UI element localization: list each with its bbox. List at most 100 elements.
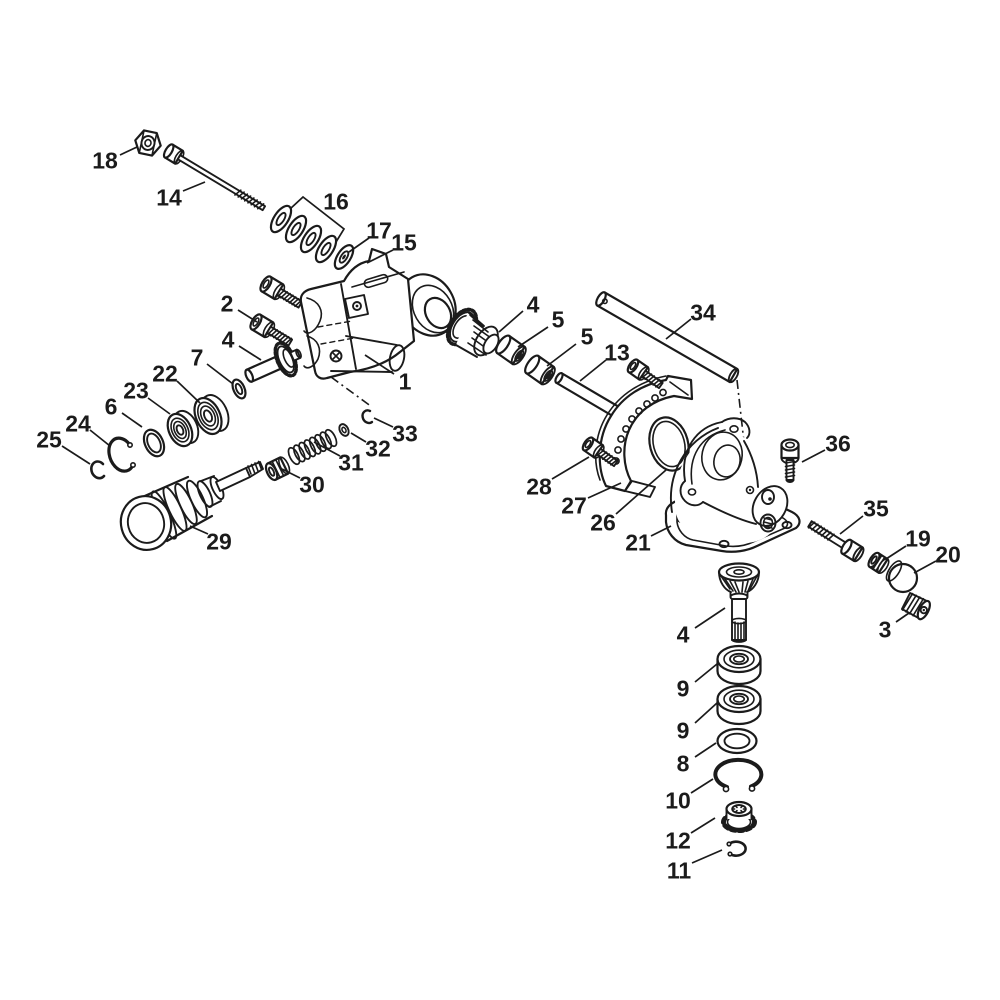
- leader-line-9: [694, 663, 718, 683]
- part-1-gearbox-housing: [299, 247, 457, 380]
- part-number-30: 30: [299, 471, 325, 497]
- part-6-spacer-ring: [142, 428, 166, 458]
- part-30-nut: [264, 456, 291, 482]
- part-number-22: 22: [152, 360, 178, 386]
- leader-line-31: [313, 441, 341, 457]
- part-number-4: 4: [677, 621, 690, 647]
- part-16-washer-set: [269, 204, 338, 264]
- leader-line-34: [665, 318, 692, 340]
- part-3-plug-screw: [900, 592, 931, 621]
- part-25-clip: [90, 460, 106, 480]
- part-11-clip: [726, 840, 747, 857]
- part-number-21: 21: [625, 529, 651, 555]
- part-23-ball-bearing: [166, 409, 200, 448]
- part-number-25: 25: [36, 426, 62, 452]
- part-10-snap-ring: [713, 757, 764, 793]
- part-35-bolt: [807, 520, 865, 563]
- part-number-27: 27: [561, 492, 587, 518]
- part-number-5: 5: [552, 306, 565, 332]
- part-27-clamp-bracket: [594, 374, 694, 498]
- part-18-collar-nut: [134, 129, 162, 157]
- part-number-16: 16: [323, 188, 349, 214]
- part-9-ball-bearing-upper: [716, 644, 762, 686]
- leader-line-25: [61, 445, 91, 465]
- part-20-cap: [885, 560, 919, 594]
- leader-line-4: [694, 607, 726, 629]
- part-5-bushings: [495, 334, 556, 386]
- leader-line-15: [366, 249, 394, 264]
- part-number-11: 11: [667, 857, 692, 883]
- part-8-washer: [716, 727, 758, 755]
- leader-line-28: [551, 456, 590, 480]
- part-12-star-nut: [721, 800, 757, 833]
- part-number-32: 32: [365, 435, 391, 461]
- part-number-19: 19: [905, 525, 931, 551]
- part-number-31: 31: [338, 449, 364, 475]
- centerline-detent: [330, 376, 373, 408]
- part-number-10: 10: [665, 787, 691, 813]
- part-number-4: 4: [222, 326, 235, 352]
- leader-line-13: [579, 359, 607, 382]
- part-number-14: 14: [156, 184, 182, 210]
- leader-line-18: [119, 146, 138, 156]
- leader-line-26: [615, 469, 667, 515]
- leader-line-24: [89, 429, 111, 447]
- leader-line-21: [650, 525, 672, 537]
- part-number-4: 4: [527, 291, 540, 317]
- part-number-12: 12: [665, 827, 691, 853]
- part-31-spring: [287, 428, 338, 466]
- leader-line-36: [801, 449, 826, 463]
- leader-line-14: [182, 181, 206, 192]
- part-number-33: 33: [392, 420, 418, 446]
- part-2-screws: [249, 275, 304, 347]
- part-number-1: 1: [399, 368, 412, 394]
- leader-line-5: [546, 343, 577, 367]
- part-number-3: 3: [879, 616, 892, 642]
- leader-line-23: [147, 397, 171, 415]
- leader-line-35: [839, 515, 864, 535]
- part-33-clip: [361, 409, 374, 425]
- leader-line-5: [517, 326, 549, 348]
- part-number-2: 2: [221, 290, 234, 316]
- leader-line-30: [281, 468, 301, 479]
- part-4-pinion-shaft-left: [244, 341, 302, 383]
- part-number-23: 23: [123, 377, 149, 403]
- part-number-18: 18: [92, 147, 118, 173]
- part-24-snap-ring: [107, 436, 137, 473]
- part-number-26: 26: [590, 509, 616, 535]
- leader-line-1: [364, 354, 395, 375]
- leader-line-11: [691, 849, 723, 864]
- part-number-17: 17: [366, 217, 392, 243]
- part-number-29: 29: [206, 528, 232, 554]
- part-22-ball-bearing: [193, 394, 230, 436]
- part-number-9: 9: [677, 675, 690, 701]
- part-number-13: 13: [604, 339, 630, 365]
- leader-line-6: [121, 412, 143, 428]
- part-17-washer: [333, 244, 355, 270]
- leader-line-17: [348, 237, 370, 253]
- part-7-washer: [231, 378, 247, 400]
- part-4-bevel-gear-center: [445, 307, 500, 358]
- leader-line-7: [206, 363, 234, 385]
- leader-line-10: [690, 778, 714, 794]
- part-9-ball-bearing-lower: [716, 684, 762, 726]
- part-29-worm-gear: [119, 460, 264, 551]
- leader-line-29: [189, 525, 209, 535]
- leader-line-4: [238, 345, 262, 361]
- part-36-screw: [780, 438, 800, 483]
- leader-line-33: [373, 417, 394, 428]
- part-number-20: 20: [935, 541, 961, 567]
- leader-line-8: [694, 742, 717, 758]
- leader-line-32: [350, 432, 367, 443]
- part-14-long-bolt: [162, 143, 266, 212]
- part-number-6: 6: [105, 393, 118, 419]
- leader-line-27: [587, 482, 622, 499]
- part-number-15: 15: [391, 229, 417, 255]
- part-number-34: 34: [690, 299, 716, 325]
- part-28-screws: [581, 358, 664, 468]
- leader-line-4: [498, 310, 524, 333]
- part-number-24: 24: [65, 410, 91, 436]
